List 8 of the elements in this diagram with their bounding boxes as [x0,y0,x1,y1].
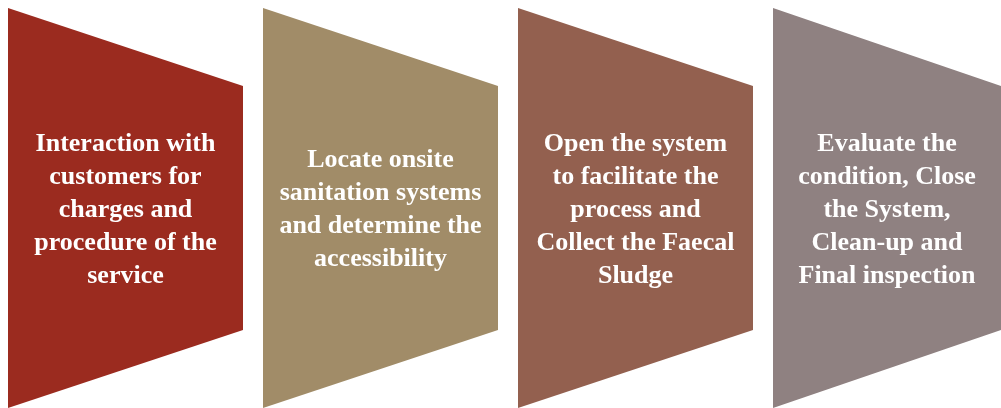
step-text: Interaction with customers for charges and procedure of the service [33,126,218,291]
step-text: Open the system to facilitate the process and Collect the Faecal Sludge [535,126,736,291]
funnel-step-shape [518,8,753,408]
funnel-step-shape [263,8,498,408]
funnel-step-shape [773,8,1001,408]
step-text: Locate onsite sanitation systems and determine the accessibility [278,143,483,274]
funnel-step-shape [8,8,243,408]
step-text: Evaluate the condition, Close the System, Clean-up and Final inspection [797,126,977,291]
